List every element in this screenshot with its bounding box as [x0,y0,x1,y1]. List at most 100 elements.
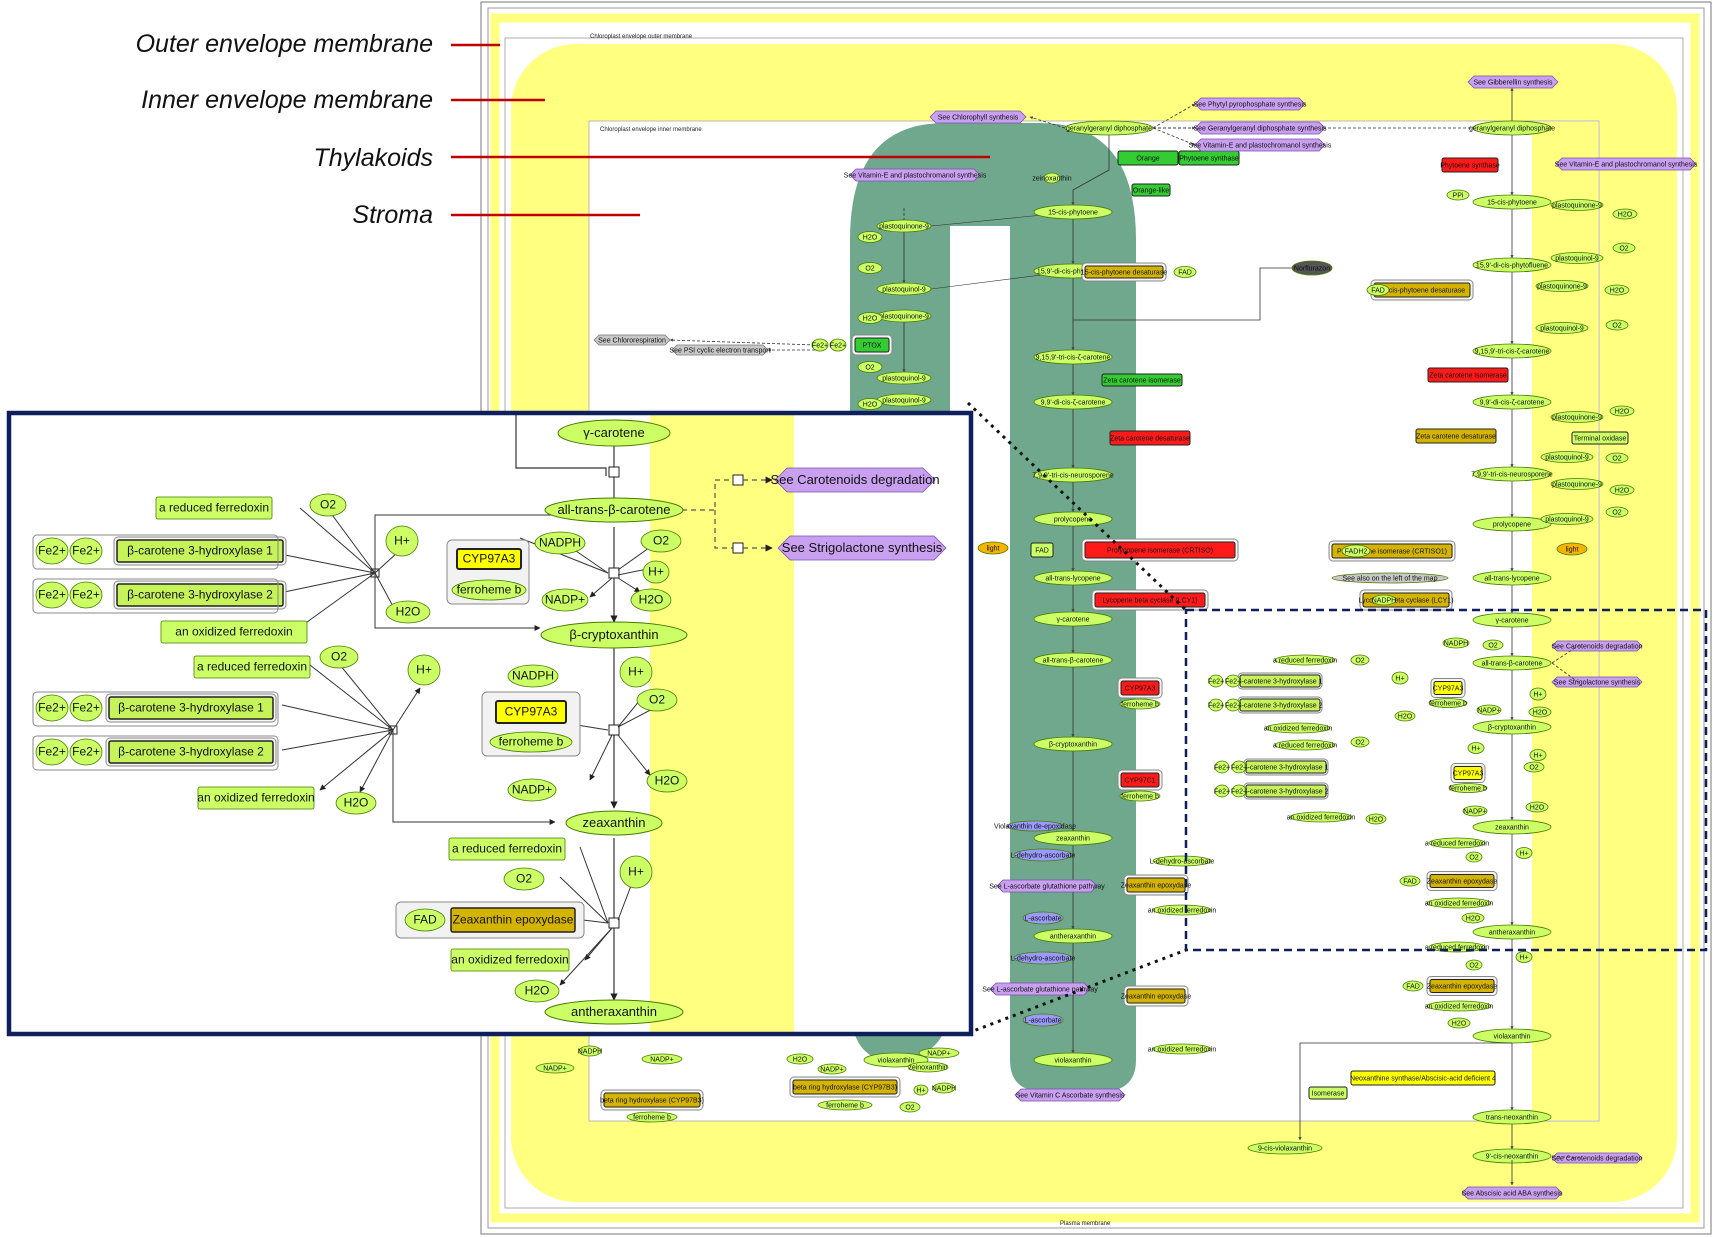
zoom-o2-5-label: O2 [516,872,532,886]
right-met-3: 9,15,9'-tri-cis-ζ-carotene [1472,343,1552,359]
reaction-node [608,724,620,736]
center-phytoene-synthase: Phytoene synthase [1178,150,1240,166]
zoom-o2-3: O2 [319,645,359,669]
center-see-ascorbate-2[interactable]: See L-ascorbate glutathione pathway [982,982,1098,996]
right-see-degradation-2[interactable]: See Carotenoids degradation [1551,1152,1643,1164]
right-nxs: Neoxanthine synthase/Abscisic-acid defic… [1350,1070,1496,1086]
center-see-ascorbate-label: See L-ascorbate glutathione pathway [989,883,1105,890]
center-dha-label: L-dehydro-ascorbate [1011,852,1076,859]
zoom-target-region [1184,608,1708,952]
center-met-8: all-trans-β-carotene [1033,652,1113,668]
right-nadp-1: NADP+ [1476,704,1502,716]
center-zds-label: Zeta carotene desaturase [1110,435,1190,442]
zoom-gamma-carotene-label: γ-carotene [583,425,644,440]
right-see-aba[interactable]: See Abscisic acid ABA synthesis [1461,1186,1563,1200]
right-hyd1-b-label: β-carotene 3-hydroxylase 1 [1244,764,1329,771]
center-pq-4: plastoquinol-9 [876,393,932,407]
center-see-ascorbate[interactable]: See L-ascorbate glutathione pathway [989,879,1105,893]
right-ferro-2-label: ferroheme b [1449,785,1487,792]
right-fe-1-label: Fe2+ [1208,678,1224,685]
right-h2o-f-label: H2O [1398,713,1413,720]
zoom-connector-top [966,401,1188,612]
right-see-degradation[interactable]: See Carotenoids degradation [1551,640,1643,652]
center-see-vite-2[interactable]: See Vitamin-E and plastochromanol synthe… [844,168,987,182]
reaction-line [392,687,421,731]
center-see-vitc[interactable]: See Vitamin C Ascorbate synthesis [1014,1088,1126,1102]
right-ppi-label: PPi [1453,192,1464,199]
right-ferro-1: ferroheme b [1428,698,1468,708]
zoom-fe2-3-label: Fe2+ [38,588,66,602]
center-see-phytyl[interactable]: See Phytyl pyrophosphate synthesis [1194,97,1307,111]
zoom-see-degradation[interactable]: See Carotenoids degradation [770,467,940,493]
zoom-hyd1b-frame [32,691,279,727]
right-fe-7-label: Fe2+ [1214,788,1230,795]
reaction-line [1029,116,1066,129]
zoom-hyd1-frame [32,534,279,570]
center-zeta-isomerase: Zeta carotene isomerase [1101,373,1183,387]
center-see-chlorophyll[interactable]: See Chlorophyll synthesis [929,110,1027,124]
zoom-h-plus-2-label: H+ [648,565,664,579]
zoom-hydroxylase-1-label: β-carotene 3-hydroxylase 1 [127,544,273,558]
right-see-vite[interactable]: See Vitamin-E and plastochromanol synthe… [1555,157,1698,171]
center-ppi-label: zeinoxanthin [1032,175,1071,182]
zoom-o2-2: O2 [640,529,682,553]
center-cyp97c1: CYP97C1 [1117,769,1163,791]
center-ggpp: geranylgeranyl diphosphate [1064,120,1154,136]
right-met-9: all-trans-β-carotene [1472,655,1552,671]
right-pq-5: plastoquinol-9 [1540,451,1594,463]
inner-envelope-caption: Chloroplast envelope inner membrane [600,127,702,133]
right-see-strigo[interactable]: See Strigolactone synthesis [1551,676,1643,688]
right-rfd-2: a reduced ferredoxin [1273,739,1337,751]
center-see-ggpp[interactable]: See Geranylgeranyl diphosphate synthesis [1193,121,1327,135]
zoom-cyp97a3-2-label: CYP97A3 [505,705,558,719]
right-met-9-label: all-trans-β-carotene [1482,660,1543,667]
zoom-see-strigolactone[interactable]: See Strigolactone synthesis [777,535,947,561]
right-see-also: See also on the left of the map [1331,572,1449,584]
center-see-vite[interactable]: See Vitamin-E and plastochromanol synthe… [1189,138,1332,152]
right-o2-j-label: O2 [1469,962,1478,969]
right-cyp-1-label: CYP97A3 [1433,685,1464,692]
zoom-zeaxanthin-epoxydase: Zeaxanthin epoxydase [450,907,576,933]
right-pq-4-label: plastoquinone-9 [1552,414,1602,421]
center-pq-3: plastoquinol-9 [876,371,932,385]
center-o2-b: O2 [857,361,883,373]
zoom-antheraxanthin-label: antheraxanthin [571,1004,657,1019]
zoom-frame [6,410,974,1037]
zoom-fe2-1: Fe2+ [35,537,69,565]
zoom-h-plus-4-label: H+ [628,665,644,679]
center-see-psi[interactable]: See PSI cyclic electron transport [669,344,771,356]
zoom-h-plus-2: H+ [642,560,670,584]
right-h2o-f: H2O [1394,710,1416,722]
right-see-gibberellin[interactable]: See Gibberellin synthesis [1467,75,1559,89]
reaction-line [326,507,376,574]
reaction-line [309,664,394,731]
right-h2o-c-label: H2O [1615,408,1630,415]
zoom-zeaxanthin-epoxydase-label: Zeaxanthin epoxydase [453,913,574,927]
zoom-reduced-ferredoxin-2: a reduced ferredoxin [193,655,311,679]
right-pq-7-label: plastoquinol-9 [1545,516,1589,523]
zoom-connector-bottom [967,948,1187,1035]
right-h-5: H+ [1515,847,1533,859]
right-pq-3: plastoquinol-9 [1535,322,1589,334]
reaction-line [714,510,738,549]
reaction-line [359,729,394,793]
reaction-line [1551,645,1580,664]
right-h-4: H+ [1529,749,1547,761]
center-met-0: 15-cis-phytoene [1033,204,1113,220]
right-fe-6-label: Fe2+ [1231,764,1247,771]
right-fe-5-label: Fe2+ [1214,764,1230,771]
legend-outer-envelope: Outer envelope membrane [136,30,433,58]
right-met-10: β-cryptoxanthin [1472,719,1552,735]
center-pq-1: plastoquinol-9 [876,282,932,296]
right-zep-2: Zeaxanthin epoxydase [1426,976,1498,996]
center-o2-d: O2 [899,1101,921,1113]
right-met-4: 9,9'-di-cis-ζ-carotene [1472,394,1552,410]
zoom-hydroxylase-1b: β-carotene 3-hydroxylase 1 [105,693,277,723]
center-h2o-d: H2O [786,1053,814,1065]
center-orange-label: Orange [1136,155,1159,162]
center-see-chlororesp[interactable]: See Chlororespiration [593,334,671,346]
right-h2o-b: H2O [1604,284,1630,296]
right-zep-2-label: Zeaxanthin epoxydase [1427,983,1498,990]
right-met-5: 7,9,9'-tri-cis-neurosporene [1471,466,1553,482]
center-ofd-a-label: an oxidized ferredoxin [1148,907,1217,914]
